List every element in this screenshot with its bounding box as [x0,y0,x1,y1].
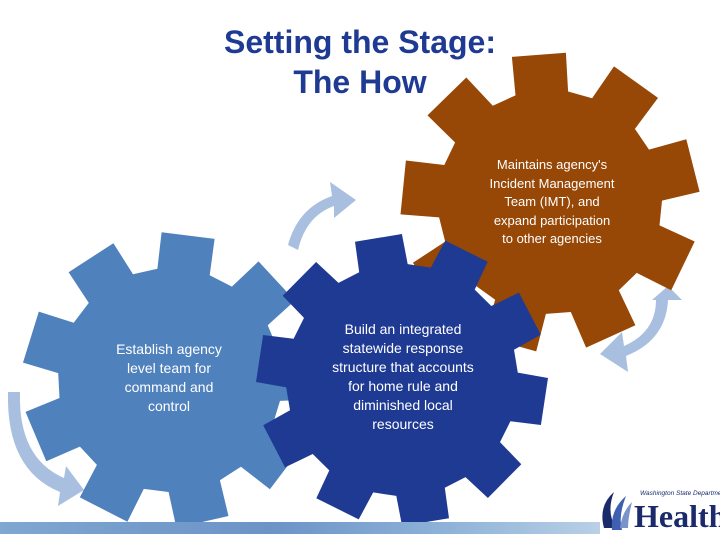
gear-middle-shape [256,234,548,526]
gear-left-text: Establish agency level team for command … [86,340,252,416]
curved-arrow-top [288,182,356,250]
gear-left-line-4: control [147,398,191,414]
logo-wordmark: Health [634,498,720,534]
gear-middle [256,234,548,526]
footer-bar [0,522,600,534]
curved-arrow-left [7,392,84,506]
logo-tagline: Washington State Department of [640,490,720,497]
gear-middle-text: Build an integrated statewide response s… [306,320,500,434]
slide-title-line-2: The How [293,64,427,100]
gear-right-line-4: expand participation [493,212,611,228]
slide-title: Setting the Stage: The How [0,22,720,102]
gear-right-line-3: Team (IMT), and [504,194,600,209]
gear-left-line-3: command and [124,379,214,395]
gear-right-text: Maintains agency's Incident Management T… [458,156,646,249]
gear-middle-line-1: Build an integrated [344,321,462,337]
gear-right-line-1: Maintains agency's [496,157,608,172]
gear-middle-line-2: statewide response [342,340,464,356]
gear-middle-line-5: diminished local [353,397,453,413]
curved-arrow-right [600,286,682,372]
health-logo-icon [602,492,632,530]
gear-middle-line-4: for home rule and [348,378,458,394]
gear-right-line-2: Incident Management [489,175,615,191]
slide-title-line-1: Setting the Stage: [223,24,496,60]
gear-middle-line-6: resources [372,416,434,432]
gear-left-shape [23,232,317,528]
gear-middle-line-3: structure that accounts [332,359,474,375]
gear-left [23,232,317,528]
gear-left-line-2: level team for [126,360,212,376]
gear-right-line-5: to other agencies [502,231,602,246]
gear-left-line-1: Establish agency [116,341,222,357]
